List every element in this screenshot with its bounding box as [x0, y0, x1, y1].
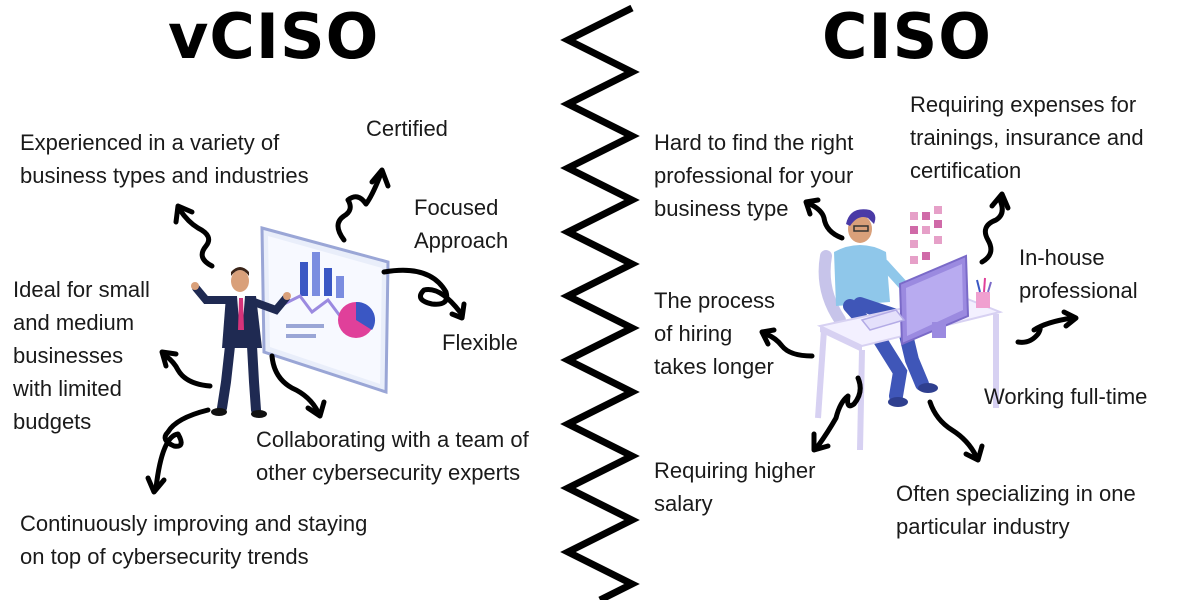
label-flexible: Flexible	[442, 326, 518, 359]
arrow-to-hard-to-find	[803, 197, 845, 241]
label-line: businesses	[13, 343, 124, 368]
label-line: Experienced in a variety of	[20, 130, 280, 155]
label-line: other cybersecurity experts	[256, 460, 521, 485]
label-line: with limited	[13, 376, 122, 401]
label-line: particular industry	[896, 514, 1070, 539]
arrow-to-improving	[145, 407, 211, 495]
label-improving: Continuously improving and staying on to…	[20, 507, 367, 573]
label-line: trainings, insurance and	[910, 125, 1144, 150]
dashboard-board-illustration	[260, 226, 390, 395]
label-line: professional for your	[654, 163, 854, 188]
zigzag-divider	[560, 4, 640, 600]
label-line: takes longer	[654, 354, 774, 379]
label-experienced: Experienced in a variety of business typ…	[20, 126, 309, 192]
label-line: salary	[654, 491, 713, 516]
label-certified: Certified	[366, 112, 448, 145]
businessman-illustration	[191, 267, 291, 418]
arrow-to-experienced	[173, 203, 215, 269]
data-panel	[910, 206, 942, 264]
label-line: Working full-time	[984, 384, 1148, 409]
label-inhouse: In-house professional	[1019, 241, 1138, 307]
arrow-to-inhouse	[1015, 309, 1079, 345]
label-ideal: Ideal for small and medium businesses wi…	[13, 273, 150, 438]
label-line: In-house	[1019, 245, 1105, 270]
label-hard-to-find: Hard to find the right professional for …	[654, 126, 853, 225]
arrow-to-salary	[811, 375, 863, 453]
label-line: budgets	[13, 409, 92, 434]
arrow-to-flexible	[381, 267, 467, 321]
arrow-to-specializing	[927, 399, 985, 463]
label-expenses: Requiring expenses for trainings, insura…	[910, 88, 1144, 187]
label-line: The process	[654, 288, 776, 313]
label-line: business types and industries	[20, 163, 309, 188]
arrow-to-certified	[335, 167, 391, 243]
arrow-to-expenses	[979, 191, 1011, 265]
label-line: Approach	[414, 228, 509, 253]
label-line: Focused	[414, 195, 499, 220]
label-line: Certified	[366, 116, 448, 141]
label-line: on top of cybersecurity trends	[20, 544, 309, 569]
label-line: professional	[1019, 278, 1138, 303]
arrow-to-hiring	[759, 327, 815, 359]
label-hiring: The process of hiring takes longer	[654, 284, 775, 383]
arrow-to-ideal	[159, 349, 213, 389]
label-specializing: Often specializing in one particular ind…	[896, 477, 1136, 543]
label-fulltime: Working full-time	[984, 380, 1147, 413]
label-line: Collaborating with a team of	[256, 427, 529, 452]
label-line: Flexible	[442, 330, 518, 355]
label-collaborating: Collaborating with a team of other cyber…	[256, 423, 529, 489]
arrow-to-collaborating	[269, 353, 327, 419]
label-line: and medium	[13, 310, 135, 335]
label-focused-approach: Focused Approach	[414, 191, 508, 257]
label-line: Ideal for small	[13, 277, 150, 302]
label-line: Requiring higher	[654, 458, 816, 483]
vciso-title: vCISO	[168, 0, 380, 73]
developer-desk-illustration	[815, 206, 1004, 451]
label-line: Often specializing in one	[896, 481, 1136, 506]
label-line: of hiring	[654, 321, 733, 346]
label-line: Continuously improving and staying	[20, 511, 368, 536]
label-line: certification	[910, 158, 1022, 183]
label-line: Hard to find the right	[654, 130, 854, 155]
label-line: business type	[654, 196, 789, 221]
label-salary: Requiring higher salary	[654, 454, 815, 520]
label-line: Requiring expenses for	[910, 92, 1137, 117]
ciso-title: CISO	[822, 0, 992, 73]
